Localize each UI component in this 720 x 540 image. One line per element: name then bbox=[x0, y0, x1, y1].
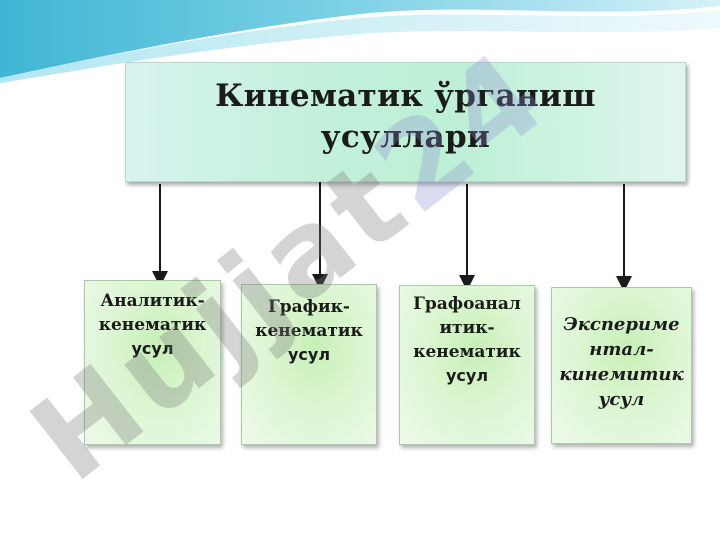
method-graphic-line-2: кенематик bbox=[255, 321, 363, 341]
title-line-2: усуллари bbox=[320, 119, 491, 155]
method-experimental-line-3: кинемитик bbox=[559, 364, 684, 385]
method-experimental-line-2: нтал- bbox=[589, 339, 654, 360]
method-graphoanalytic-line-4: усул bbox=[445, 366, 489, 385]
method-graphoanalytic-line-2: итик- bbox=[439, 318, 495, 338]
method-experimental-line-4: усул bbox=[598, 389, 645, 410]
method-analytic-box: Аналитик- кенематик усул bbox=[84, 280, 221, 445]
method-analytic-line-3: усул bbox=[131, 339, 174, 358]
method-experimental-box: Экспериме нтал- кинемитик усул bbox=[551, 287, 692, 444]
method-analytic-line-1: Аналитик- bbox=[100, 291, 205, 311]
title-box: Кинематик ўрганиш усуллари bbox=[125, 62, 686, 182]
method-graphoanalytic-line-1: Графоанал bbox=[413, 294, 521, 314]
title-line-1: Кинематик ўрганиш bbox=[215, 78, 596, 114]
method-graphic-box: График- кенематик усул bbox=[241, 284, 377, 445]
method-graphic-line-1: График- bbox=[268, 297, 350, 317]
method-graphoanalytic-box: Графоанал итик- кенематик усул bbox=[399, 285, 535, 445]
method-experimental-line-1: Экспериме bbox=[563, 314, 680, 335]
method-graphic-line-3: усул bbox=[287, 345, 331, 364]
method-analytic-line-2: кенематик bbox=[98, 315, 207, 335]
method-graphoanalytic-line-3: кенематик bbox=[413, 342, 521, 362]
